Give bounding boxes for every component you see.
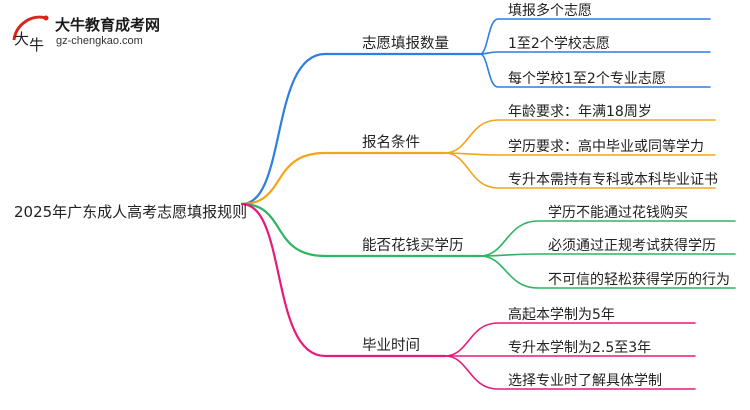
leaf-item: 填报多个志愿 bbox=[508, 3, 592, 19]
leaf-item: 学历不能通过花钱购买 bbox=[548, 205, 688, 221]
branch-connector bbox=[240, 52, 482, 206]
svg-text:大: 大 bbox=[14, 30, 29, 48]
leaf-connector bbox=[444, 152, 716, 156]
leaf-item: 不可信的轻松获得学历的行为 bbox=[548, 272, 730, 288]
leaf-item: 1至2个学校志愿 bbox=[508, 36, 610, 52]
leaf-connector bbox=[444, 119, 716, 154]
leaf-connector bbox=[444, 322, 696, 357]
site-logo[interactable]: 大 牛 大牛教育成考网 gz-chengkao.com bbox=[8, 10, 178, 55]
leaf-item: 专升本需持有专科或本科毕业证书 bbox=[508, 172, 718, 188]
leaf-connector bbox=[479, 18, 711, 55]
leaf-connector bbox=[444, 355, 696, 390]
leaf-item: 年龄要求：年满18周岁 bbox=[508, 104, 652, 120]
leaf-connector bbox=[479, 220, 736, 257]
leaf-item: 专升本学制为2.5至3年 bbox=[508, 340, 652, 356]
svg-text:牛: 牛 bbox=[29, 36, 44, 54]
leaf-item: 每个学校1至2个专业志愿 bbox=[508, 71, 666, 87]
leaf-item: 学历要求：高中毕业或同等学力 bbox=[508, 139, 704, 155]
leaf-connector bbox=[479, 53, 711, 88]
logo-title: 大牛教育成考网 bbox=[55, 16, 161, 34]
logo-mark-icon: 大 牛 bbox=[12, 15, 49, 54]
root-topic: 2025年广东成人高考志愿填报规则 bbox=[14, 202, 248, 221]
leaf-connector bbox=[479, 51, 711, 55]
branch-volunteer-count: 志愿填报数量 bbox=[362, 35, 449, 52]
leaf-connector bbox=[444, 152, 716, 189]
leaf-item: 高起本学制为5年 bbox=[508, 307, 615, 323]
logo-url: gz-chengkao.com bbox=[56, 35, 143, 47]
branch-connector bbox=[240, 151, 447, 206]
branch-graduation-time: 毕业时间 bbox=[362, 337, 420, 354]
leaf-item: 选择专业时了解具体学制 bbox=[508, 373, 662, 389]
leaf-connector bbox=[479, 253, 736, 257]
branch-connector bbox=[240, 202, 482, 258]
leaf-item: 必须通过正规考试获得学历 bbox=[548, 238, 716, 254]
branch-buy-degree: 能否花钱买学历 bbox=[362, 237, 464, 254]
leaf-connector bbox=[479, 255, 736, 289]
branch-registration-conditions: 报名条件 bbox=[362, 134, 420, 151]
branch-connector bbox=[240, 202, 447, 358]
